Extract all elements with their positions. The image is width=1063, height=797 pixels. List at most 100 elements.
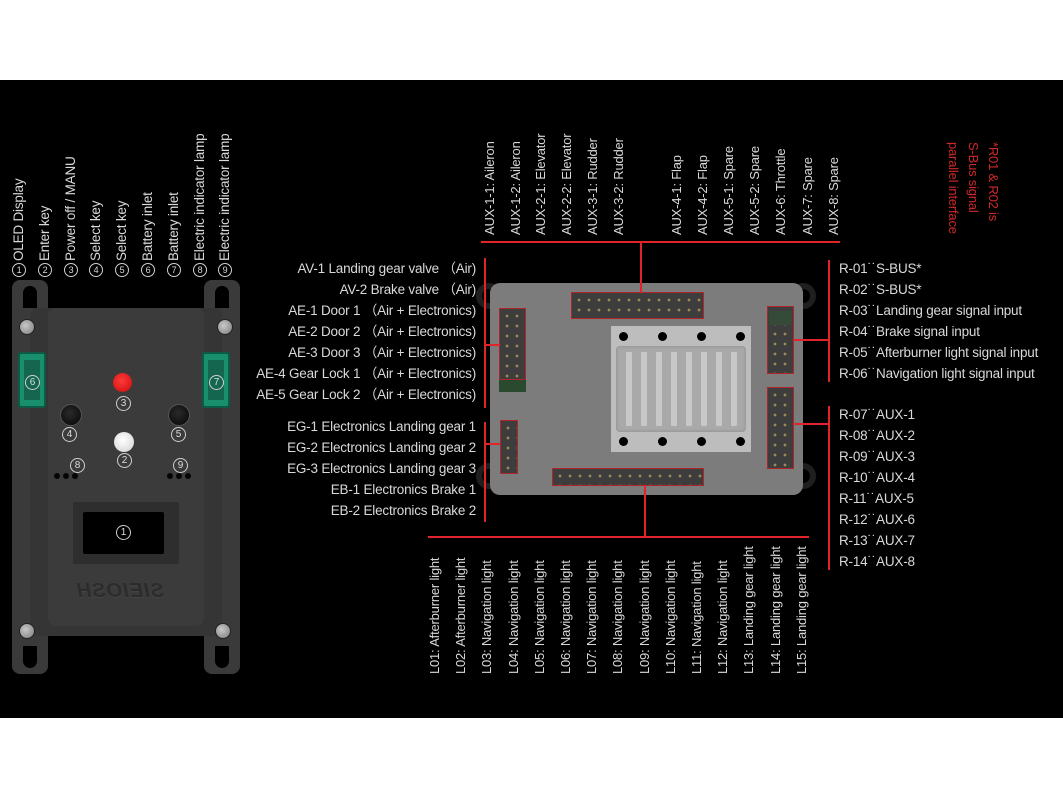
- top-aux-label: AUX-1-2: Aileron: [508, 141, 523, 235]
- leader-left-air-bus: [484, 258, 486, 408]
- mount-slot: [23, 646, 37, 668]
- select-key-left[interactable]: [60, 404, 82, 426]
- bottom-light-label: L11: Navigation light: [689, 561, 704, 674]
- legend-item-4: 4 Select key: [88, 201, 103, 277]
- enter-key[interactable]: [114, 432, 134, 452]
- top-aux-label: AUX-6: Throttle: [773, 148, 788, 235]
- header-right-signal-green: [769, 311, 792, 325]
- top-aux-label: AUX-1-1: Aileron: [482, 141, 497, 235]
- power-button[interactable]: [113, 373, 132, 392]
- left-air-label: AE-5 Gear Lock 2 （Air + Electronics): [256, 387, 476, 402]
- legend-number-badge: 3: [63, 263, 78, 277]
- leader-right-aux-stem: [793, 423, 829, 425]
- legend-number-badge: 8: [192, 263, 207, 277]
- right-aux-label: R-10˙˙AUX-4: [839, 470, 915, 485]
- select-key-right[interactable]: [168, 404, 190, 426]
- brand-logo: SIEIOSH: [76, 580, 165, 602]
- top-aux-label: AUX-5-2: Spare: [747, 146, 762, 235]
- right-aux-label: R-08˙˙AUX-2: [839, 428, 915, 443]
- legend-label: OLED Display: [11, 178, 26, 261]
- top-aux-label: AUX-2-2: Elevator: [559, 133, 574, 235]
- top-aux-label: AUX-4-2: Flap: [695, 155, 710, 235]
- screw-icon: [217, 319, 233, 335]
- bottom-light-label: L04: Navigation light: [505, 560, 521, 674]
- legend-label: Electric indicator lamp: [217, 133, 233, 261]
- right-signal-label: R-02˙˙S-BUS*: [839, 282, 922, 297]
- legend-label: Electric indicator lamp: [191, 133, 207, 261]
- callout-5: 5: [171, 427, 186, 442]
- left-elec-label: EG-3 Electronics Landing gear 3: [287, 461, 476, 476]
- bottom-light-label: L13: Landing gear light: [741, 546, 757, 674]
- callout-3: 3: [116, 396, 131, 411]
- right-signal-label: R-06˙˙Navigation light signal input: [839, 366, 1035, 381]
- legend-label: Power off / MANU: [62, 156, 78, 261]
- legend-number-badge: 6: [140, 263, 155, 277]
- mount-slot: [215, 646, 229, 668]
- leader-top-stem: [640, 241, 642, 293]
- callout-4: 4: [62, 427, 77, 442]
- top-aux-label: AUX-7: Spare: [800, 157, 815, 235]
- left-elec-label: EG-2 Electronics Landing gear 2: [287, 440, 476, 455]
- header-top-aux: [571, 292, 704, 319]
- left-air-label: AE-4 Gear Lock 1 （Air + Electronics): [256, 366, 476, 381]
- top-aux-label: AUX-3-2: Rudder: [611, 138, 626, 235]
- leader-right-aux-bus: [828, 406, 830, 570]
- left-air-label: AE-1 Door 1 （Air + Electronics): [288, 303, 476, 318]
- bottom-light-label: L09: Navigation light: [636, 560, 652, 674]
- top-aux-label: AUX-5-1: Spare: [721, 146, 736, 235]
- leader-left-elec-bus: [484, 422, 486, 522]
- legend-number-badge: 7: [166, 263, 181, 277]
- note-line: *R01 & R02 is: [986, 142, 1001, 222]
- bottom-light-label: L15: Landing gear light: [793, 546, 809, 674]
- bottom-light-label: L12: Navigation light: [715, 560, 731, 674]
- callout-7: 7: [209, 375, 224, 390]
- heatsink: [611, 326, 751, 452]
- legend-label: Battery inlet: [165, 192, 181, 261]
- top-aux-label: AUX-8: Spare: [826, 157, 841, 235]
- screw-icon: [19, 319, 35, 335]
- right-aux-label: R-12˙˙AUX-6: [839, 512, 915, 527]
- interface-board: [476, 283, 816, 495]
- right-signal-label: R-01˙˙S-BUS*: [839, 261, 922, 276]
- legend-label: Select key: [88, 200, 104, 261]
- callout-2: 2: [117, 453, 132, 468]
- callout-6: 6: [25, 375, 40, 390]
- leader-top-bus: [481, 241, 840, 243]
- bottom-light-label: L07: Navigation light: [584, 560, 600, 674]
- right-aux-label: R-11˙˙AUX-5: [839, 491, 914, 506]
- bottom-light-label: L06: Navigation light: [558, 560, 573, 674]
- note-line: S-Bus signal: [966, 142, 981, 213]
- bottom-light-label: L02: Afterburner light: [453, 557, 469, 674]
- right-aux-label: R-09˙˙AUX-3: [839, 449, 915, 464]
- mount-slot: [23, 286, 37, 308]
- bottom-light-label: L08: Navigation light: [610, 560, 626, 674]
- left-air-label: AE-2 Door 2 （Air + Electronics): [288, 324, 476, 339]
- legend-number-badge: 4: [88, 263, 103, 277]
- right-signal-label: R-04˙˙Brake signal input: [839, 324, 980, 339]
- bottom-light-label: L10: Navigation light: [662, 560, 678, 674]
- callout-1: 1: [116, 525, 131, 540]
- top-aux-label: AUX-4-1: Flap: [669, 155, 684, 235]
- left-air-label: AV-2 Brake valve （Air): [339, 282, 477, 297]
- top-aux-label: AUX-3-1: Rudder: [585, 138, 600, 235]
- header-left-air: [499, 308, 526, 380]
- legend-item-8: 8 Electric indicator lamp: [192, 134, 207, 277]
- legend-label: Select key: [114, 200, 130, 261]
- leader-bottom-bus: [428, 536, 809, 538]
- right-aux-label: R-13˙˙AUX-7: [839, 533, 915, 548]
- right-aux-label: R-14˙˙AUX-8: [839, 554, 915, 569]
- bottom-light-label: L05: Navigation light: [531, 560, 547, 674]
- screw-icon: [19, 623, 35, 639]
- leader-left-elec-stem: [484, 443, 500, 445]
- callout-9: 9: [173, 458, 188, 473]
- left-air-label: AE-3 Door 3 （Air + Electronics): [288, 345, 476, 360]
- controller-device: 6 7 3 4 5 2 8 9 1 SIEIOSH: [10, 280, 242, 674]
- right-signal-label: R-05˙˙Afterburner light signal input: [839, 345, 1039, 360]
- legend-number-badge: 2: [37, 263, 52, 277]
